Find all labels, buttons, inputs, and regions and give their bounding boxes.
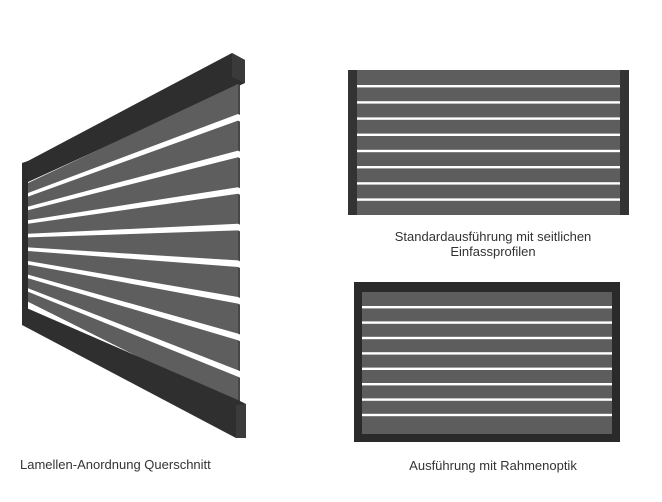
perspective-bottom-profile: [22, 306, 246, 438]
frame-fence-view: [354, 282, 620, 442]
perspective-slat-end: [238, 230, 240, 262]
slat-gap: [362, 398, 612, 401]
slat-gap: [357, 198, 620, 201]
perspective-slat: [28, 251, 238, 297]
slat-gap: [357, 182, 620, 185]
perspective-slat: [28, 230, 238, 261]
standard-slat-panel: [357, 70, 620, 215]
frame-slat-panel: [362, 292, 612, 434]
slat-gap: [357, 117, 620, 120]
perspective-slat-end: [238, 120, 240, 152]
perspective-slat-end: [238, 340, 240, 372]
slat-gap: [357, 133, 620, 136]
perspective-slat: [28, 264, 238, 334]
standard-fence-view: [348, 70, 629, 215]
perspective-top-profile-face: [232, 53, 245, 83]
slat-gap: [362, 367, 612, 370]
frame-caption: Ausführung mit Rahmenoptik: [409, 458, 577, 473]
slat-gap: [362, 336, 612, 340]
slat-gap: [357, 85, 620, 88]
perspective-fence-view: [22, 53, 246, 438]
perspective-slat: [28, 157, 238, 221]
slat-gap: [357, 101, 620, 104]
standard-right-profile: [620, 70, 629, 215]
perspective-bottom-profile-face: [236, 404, 246, 438]
perspective-slat-end: [238, 84, 240, 115]
perspective-slat: [28, 120, 238, 207]
slat-gap: [357, 166, 620, 169]
slat-gap: [362, 352, 612, 355]
slat-gap: [362, 383, 612, 386]
perspective-slat-end: [238, 303, 240, 335]
standard-caption-line-2: Einfassprofilen: [450, 244, 536, 259]
perspective-slat: [28, 193, 238, 234]
perspective-slat-end: [238, 376, 240, 408]
perspective-slat: [28, 84, 238, 193]
slat-gap: [362, 321, 612, 324]
perspective-slat-end: [238, 193, 240, 225]
perspective-top-profile: [26, 53, 245, 182]
standard-caption: Standardausführung mit seitlichen Einfas…: [362, 229, 624, 259]
perspective-slats: [28, 84, 240, 408]
perspective-slat: [28, 278, 238, 371]
perspective-left-post: [22, 161, 28, 314]
slat-gap: [357, 149, 620, 153]
perspective-caption: Lamellen-Anordnung Querschnitt: [20, 457, 211, 472]
standard-slat-gaps: [357, 85, 620, 201]
frame-slat-gaps: [362, 306, 612, 417]
perspective-slat-end: [238, 157, 240, 189]
slat-gap: [362, 413, 612, 417]
perspective-slat-end: [238, 267, 240, 298]
standard-left-profile: [348, 70, 357, 215]
slat-gap: [362, 306, 612, 309]
standard-caption-line-1: Standardausführung mit seitlichen: [394, 229, 592, 244]
